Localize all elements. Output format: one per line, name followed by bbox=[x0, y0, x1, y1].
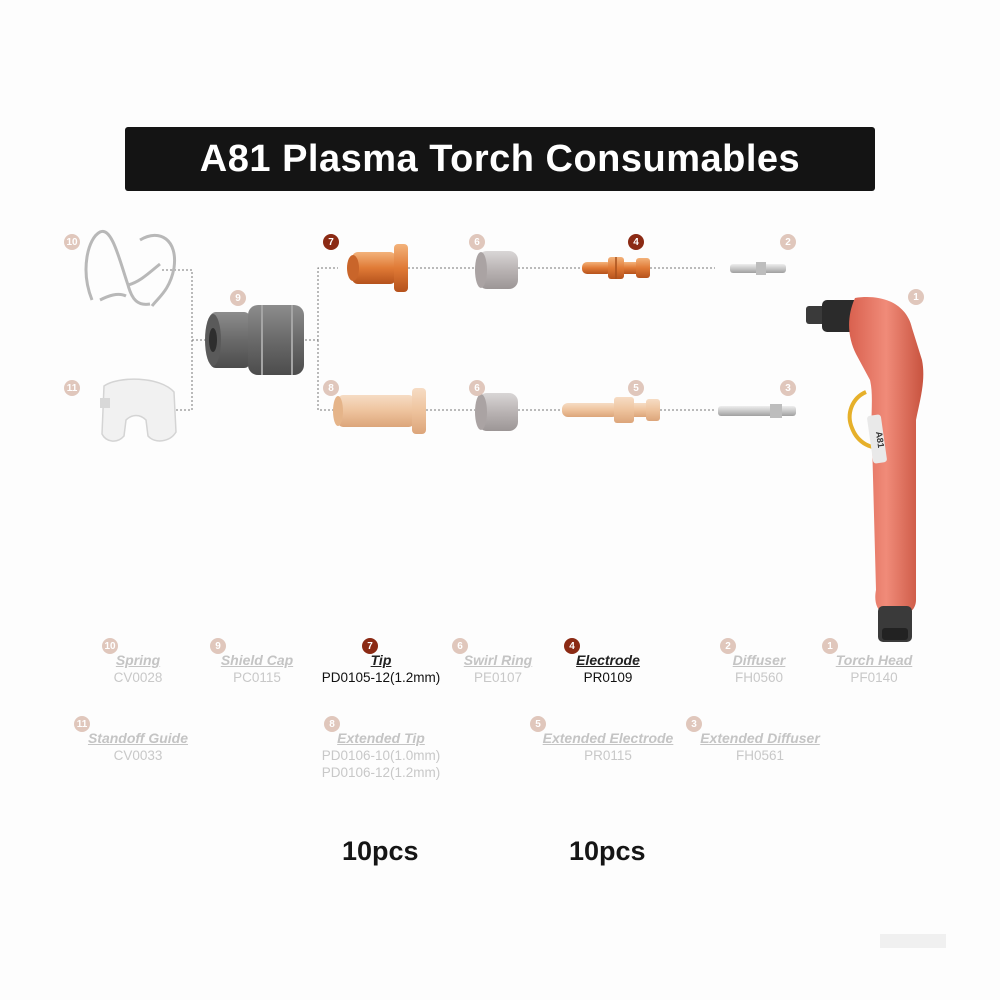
legend-number: 7 bbox=[362, 638, 378, 654]
diagram-number-5: 5 bbox=[628, 380, 644, 396]
diagram-number-6-bottom: 6 bbox=[469, 380, 485, 396]
legend-tip: 7 Tip PD0105-12(1.2mm) bbox=[304, 638, 458, 686]
extended-diffuser-part bbox=[718, 404, 796, 418]
legend-code: PD0105-12(1.2mm) bbox=[321, 670, 441, 685]
extended-electrode-part bbox=[562, 397, 660, 423]
torch-head-part: A81 bbox=[806, 297, 924, 642]
diagram-number-4: 4 bbox=[628, 234, 644, 250]
legend-label: Tip bbox=[370, 652, 392, 668]
legend-code: CV0033 bbox=[113, 748, 163, 763]
legend-label: Spring bbox=[115, 652, 161, 668]
legend-number: 11 bbox=[74, 716, 90, 732]
legend-number: 2 bbox=[720, 638, 736, 654]
legend-swirl-ring: 6 Swirl Ring PE0107 bbox=[452, 638, 544, 686]
diagram-number-2: 2 bbox=[780, 234, 796, 250]
legend-number: 8 bbox=[324, 716, 340, 732]
legend-extended-tip: 8 Extended Tip PD0106-10(1.0mm) PD0106-1… bbox=[304, 716, 458, 781]
legend-label: Shield Cap bbox=[220, 652, 294, 668]
legend-number: 9 bbox=[210, 638, 226, 654]
legend-diffuser: 2 Diffuser FH0560 bbox=[716, 638, 802, 686]
page-title: A81 Plasma Torch Consumables bbox=[199, 137, 801, 180]
exploded-diagram: A81 bbox=[84, 229, 924, 642]
legend-code: PR0109 bbox=[583, 670, 633, 685]
legend-extended-electrode: 5 Extended Electrode PR0115 bbox=[530, 716, 686, 764]
legend-label: Swirl Ring bbox=[463, 652, 533, 668]
shield-cap-part bbox=[205, 305, 304, 375]
legend-code: PC0115 bbox=[233, 670, 281, 685]
legend-number: 6 bbox=[452, 638, 468, 654]
tip-quantity: 10pcs bbox=[342, 836, 419, 866]
electrode-quantity: 10pcs bbox=[569, 836, 646, 866]
diagram-number-3: 3 bbox=[780, 380, 796, 396]
legend-shield-cap: 9 Shield Cap PC0115 bbox=[210, 638, 304, 686]
legend-number: 1 bbox=[822, 638, 838, 654]
legend-code: PR0115 bbox=[584, 748, 632, 763]
diffuser-part bbox=[730, 262, 786, 275]
legend-torch-head: 1 Torch Head PF0140 bbox=[822, 638, 924, 686]
legend-label: Diffuser bbox=[732, 652, 786, 668]
legend-code: FH0561 bbox=[735, 748, 785, 763]
legend-code: PF0140 bbox=[850, 670, 898, 685]
watermark-bar bbox=[880, 934, 946, 948]
legend-extended-diffuser: 3 Extended Diffuser FH0561 bbox=[686, 716, 830, 764]
legend-label: Extended Tip bbox=[337, 730, 425, 746]
legend-code: CV0028 bbox=[113, 670, 163, 685]
extended-tip-part bbox=[333, 388, 426, 434]
diagram-number-8: 8 bbox=[323, 380, 339, 396]
legend-label: Standoff Guide bbox=[87, 730, 189, 746]
legend-spring: 10 Spring CV0028 bbox=[98, 638, 178, 686]
legend-code: FH0560 bbox=[734, 670, 784, 685]
diagram-number-7: 7 bbox=[323, 234, 339, 250]
legend-label: Electrode bbox=[576, 652, 640, 668]
diagram-number-1: 1 bbox=[908, 289, 924, 305]
legend-number: 3 bbox=[686, 716, 702, 732]
diagram-number-11: 11 bbox=[64, 380, 80, 396]
diagram-number-6-top: 6 bbox=[469, 234, 485, 250]
connector-lines bbox=[162, 267, 715, 411]
legend-label: Torch Head bbox=[835, 652, 913, 668]
tip-part bbox=[347, 244, 408, 292]
legend-code: PD0106-12(1.2mm) bbox=[321, 765, 441, 780]
diagram-number-10: 10 bbox=[64, 234, 80, 250]
legend-label: Extended Electrode bbox=[542, 730, 674, 746]
spring-part bbox=[84, 229, 177, 307]
legend-number: 5 bbox=[530, 716, 546, 732]
legend-electrode: 4 Electrode PR0109 bbox=[562, 638, 654, 686]
torch-model-text: A81 bbox=[874, 431, 886, 449]
electrode-part bbox=[582, 257, 650, 279]
diagram-number-9: 9 bbox=[230, 290, 246, 306]
title-banner: A81 Plasma Torch Consumables bbox=[125, 127, 875, 191]
standoff-guide-part bbox=[100, 378, 177, 442]
legend-code: PE0107 bbox=[473, 670, 523, 685]
legend-label: Extended Diffuser bbox=[700, 730, 820, 746]
legend-number: 10 bbox=[102, 638, 118, 654]
swirl-ring-part bbox=[475, 251, 518, 431]
legend-code: PD0106-10(1.0mm) bbox=[321, 748, 441, 763]
legend-number: 4 bbox=[564, 638, 580, 654]
legend-standoff-guide: 11 Standoff Guide CV0033 bbox=[70, 716, 206, 764]
